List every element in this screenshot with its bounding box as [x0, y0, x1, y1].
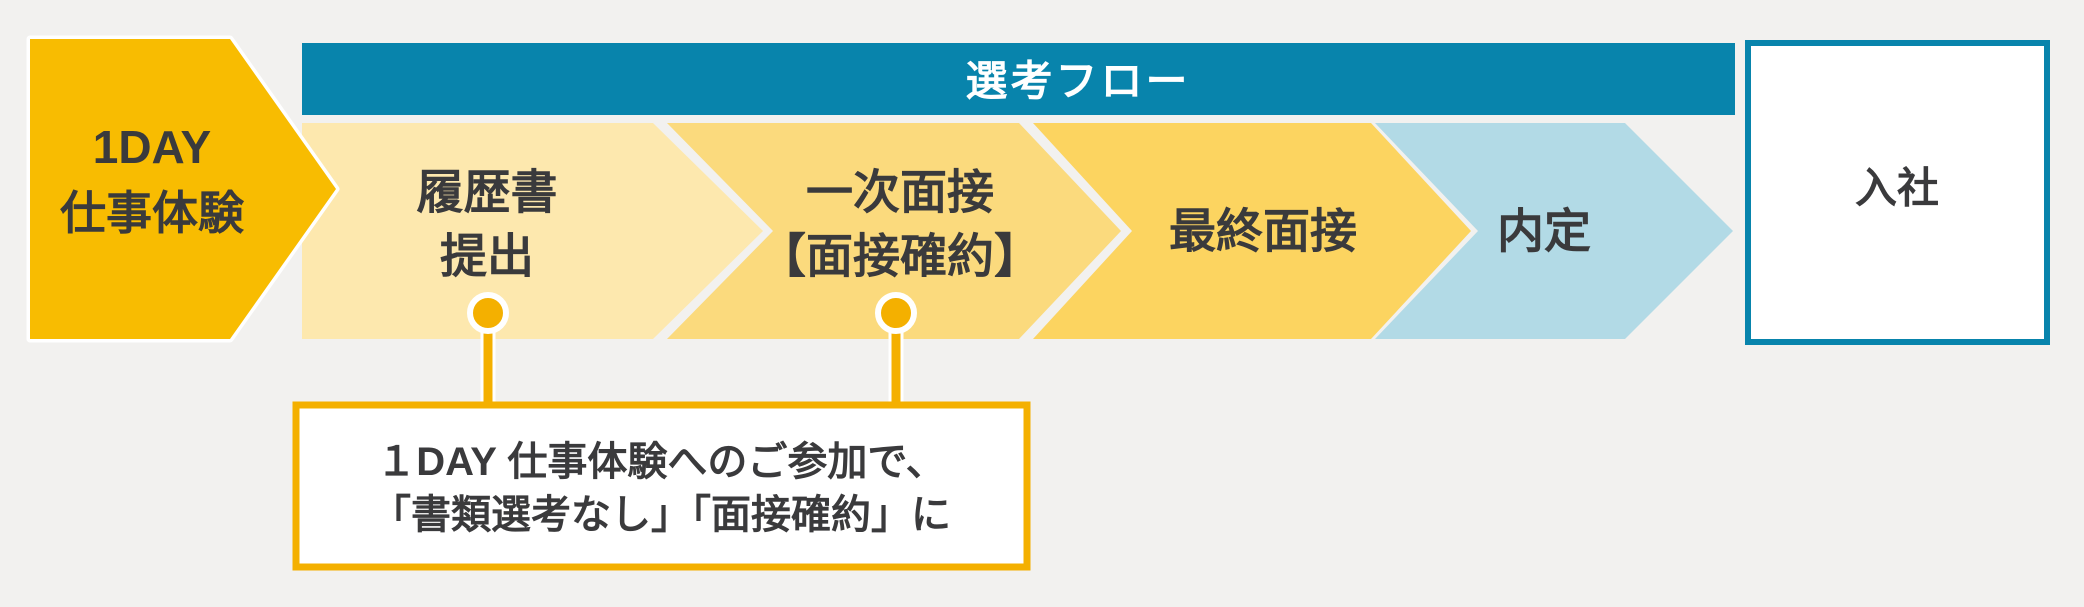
step-first-interview-label-line2: 【面接確約】 — [759, 230, 1041, 283]
step-arrow-final-interview — [1033, 123, 1471, 339]
step-arrow-offer — [1375, 123, 1733, 339]
entry-arrow — [26, 35, 340, 343]
result-label: 入社 — [1855, 165, 1939, 212]
step-resume-label-line2: 提出 — [440, 230, 534, 283]
entry-label-line2: 仕事体験 — [60, 187, 245, 239]
step-arrow-resume — [302, 123, 763, 339]
entry-label-line1: 1DAY — [93, 121, 211, 173]
connector-dot-left — [467, 292, 509, 334]
callout-text-line1: １DAY 仕事体験へのご参加で、 — [376, 440, 946, 484]
header-bar — [302, 43, 1735, 115]
step-offer-label: 内定 — [1497, 205, 1591, 258]
step-arrow-first-interview — [667, 123, 1121, 339]
step-resume-label-line1: 履歴書 — [417, 166, 558, 219]
connector-dot-right — [875, 292, 917, 334]
step-final-interview-label: 最終面接 — [1169, 205, 1357, 258]
result-box — [1745, 40, 2050, 345]
callout-box — [292, 401, 1031, 571]
header-title: 選考フロー — [965, 58, 1190, 105]
step-first-interview-label-line1: 一次面接 — [806, 166, 994, 219]
callout-text-line2: 「書類選考なし」「面接確約」に — [371, 493, 951, 537]
